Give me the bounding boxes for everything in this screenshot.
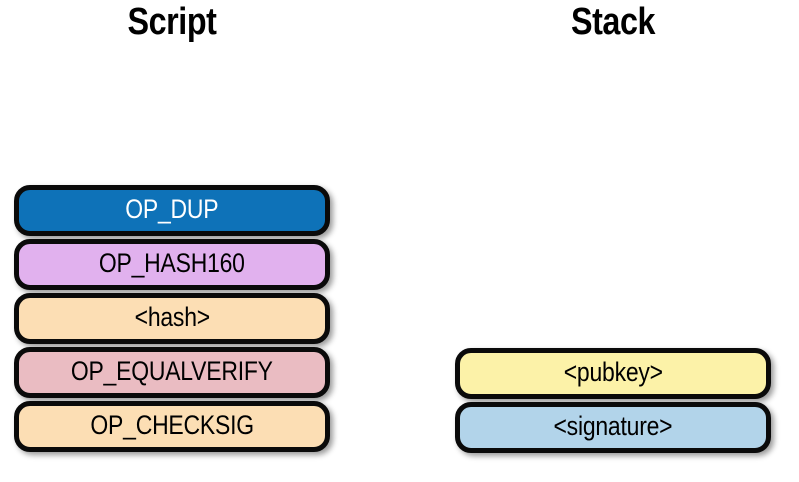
script-block-label: OP_EQUALVERIFY: [71, 356, 273, 386]
script-block-label: OP_CHECKSIG: [90, 410, 254, 440]
script-block-2: <hash>: [14, 293, 330, 344]
stack-block-0: <pubkey>: [455, 348, 771, 399]
script-block-list: OP_DUP OP_HASH160 <hash> OP_EQUALVERIFY OP_C…: [14, 185, 330, 452]
stack-block-1: <signature>: [455, 402, 771, 453]
script-block-label: OP_DUP: [125, 194, 219, 224]
script-block-4: OP_CHECKSIG: [14, 401, 330, 452]
script-block-0: OP_DUP: [14, 185, 330, 236]
script-block-3: OP_EQUALVERIFY: [14, 347, 330, 398]
stack-block-label: <signature>: [553, 411, 673, 441]
script-block-label: OP_HASH160: [99, 248, 245, 278]
script-block-label: <hash>: [134, 302, 210, 332]
script-column-title: Script: [127, 1, 217, 43]
stack-column-title: Stack: [570, 1, 656, 43]
stack-block-list: <pubkey> <signature>: [455, 348, 771, 453]
stack-block-label: <pubkey>: [563, 357, 663, 387]
script-block-1: OP_HASH160: [14, 239, 330, 290]
